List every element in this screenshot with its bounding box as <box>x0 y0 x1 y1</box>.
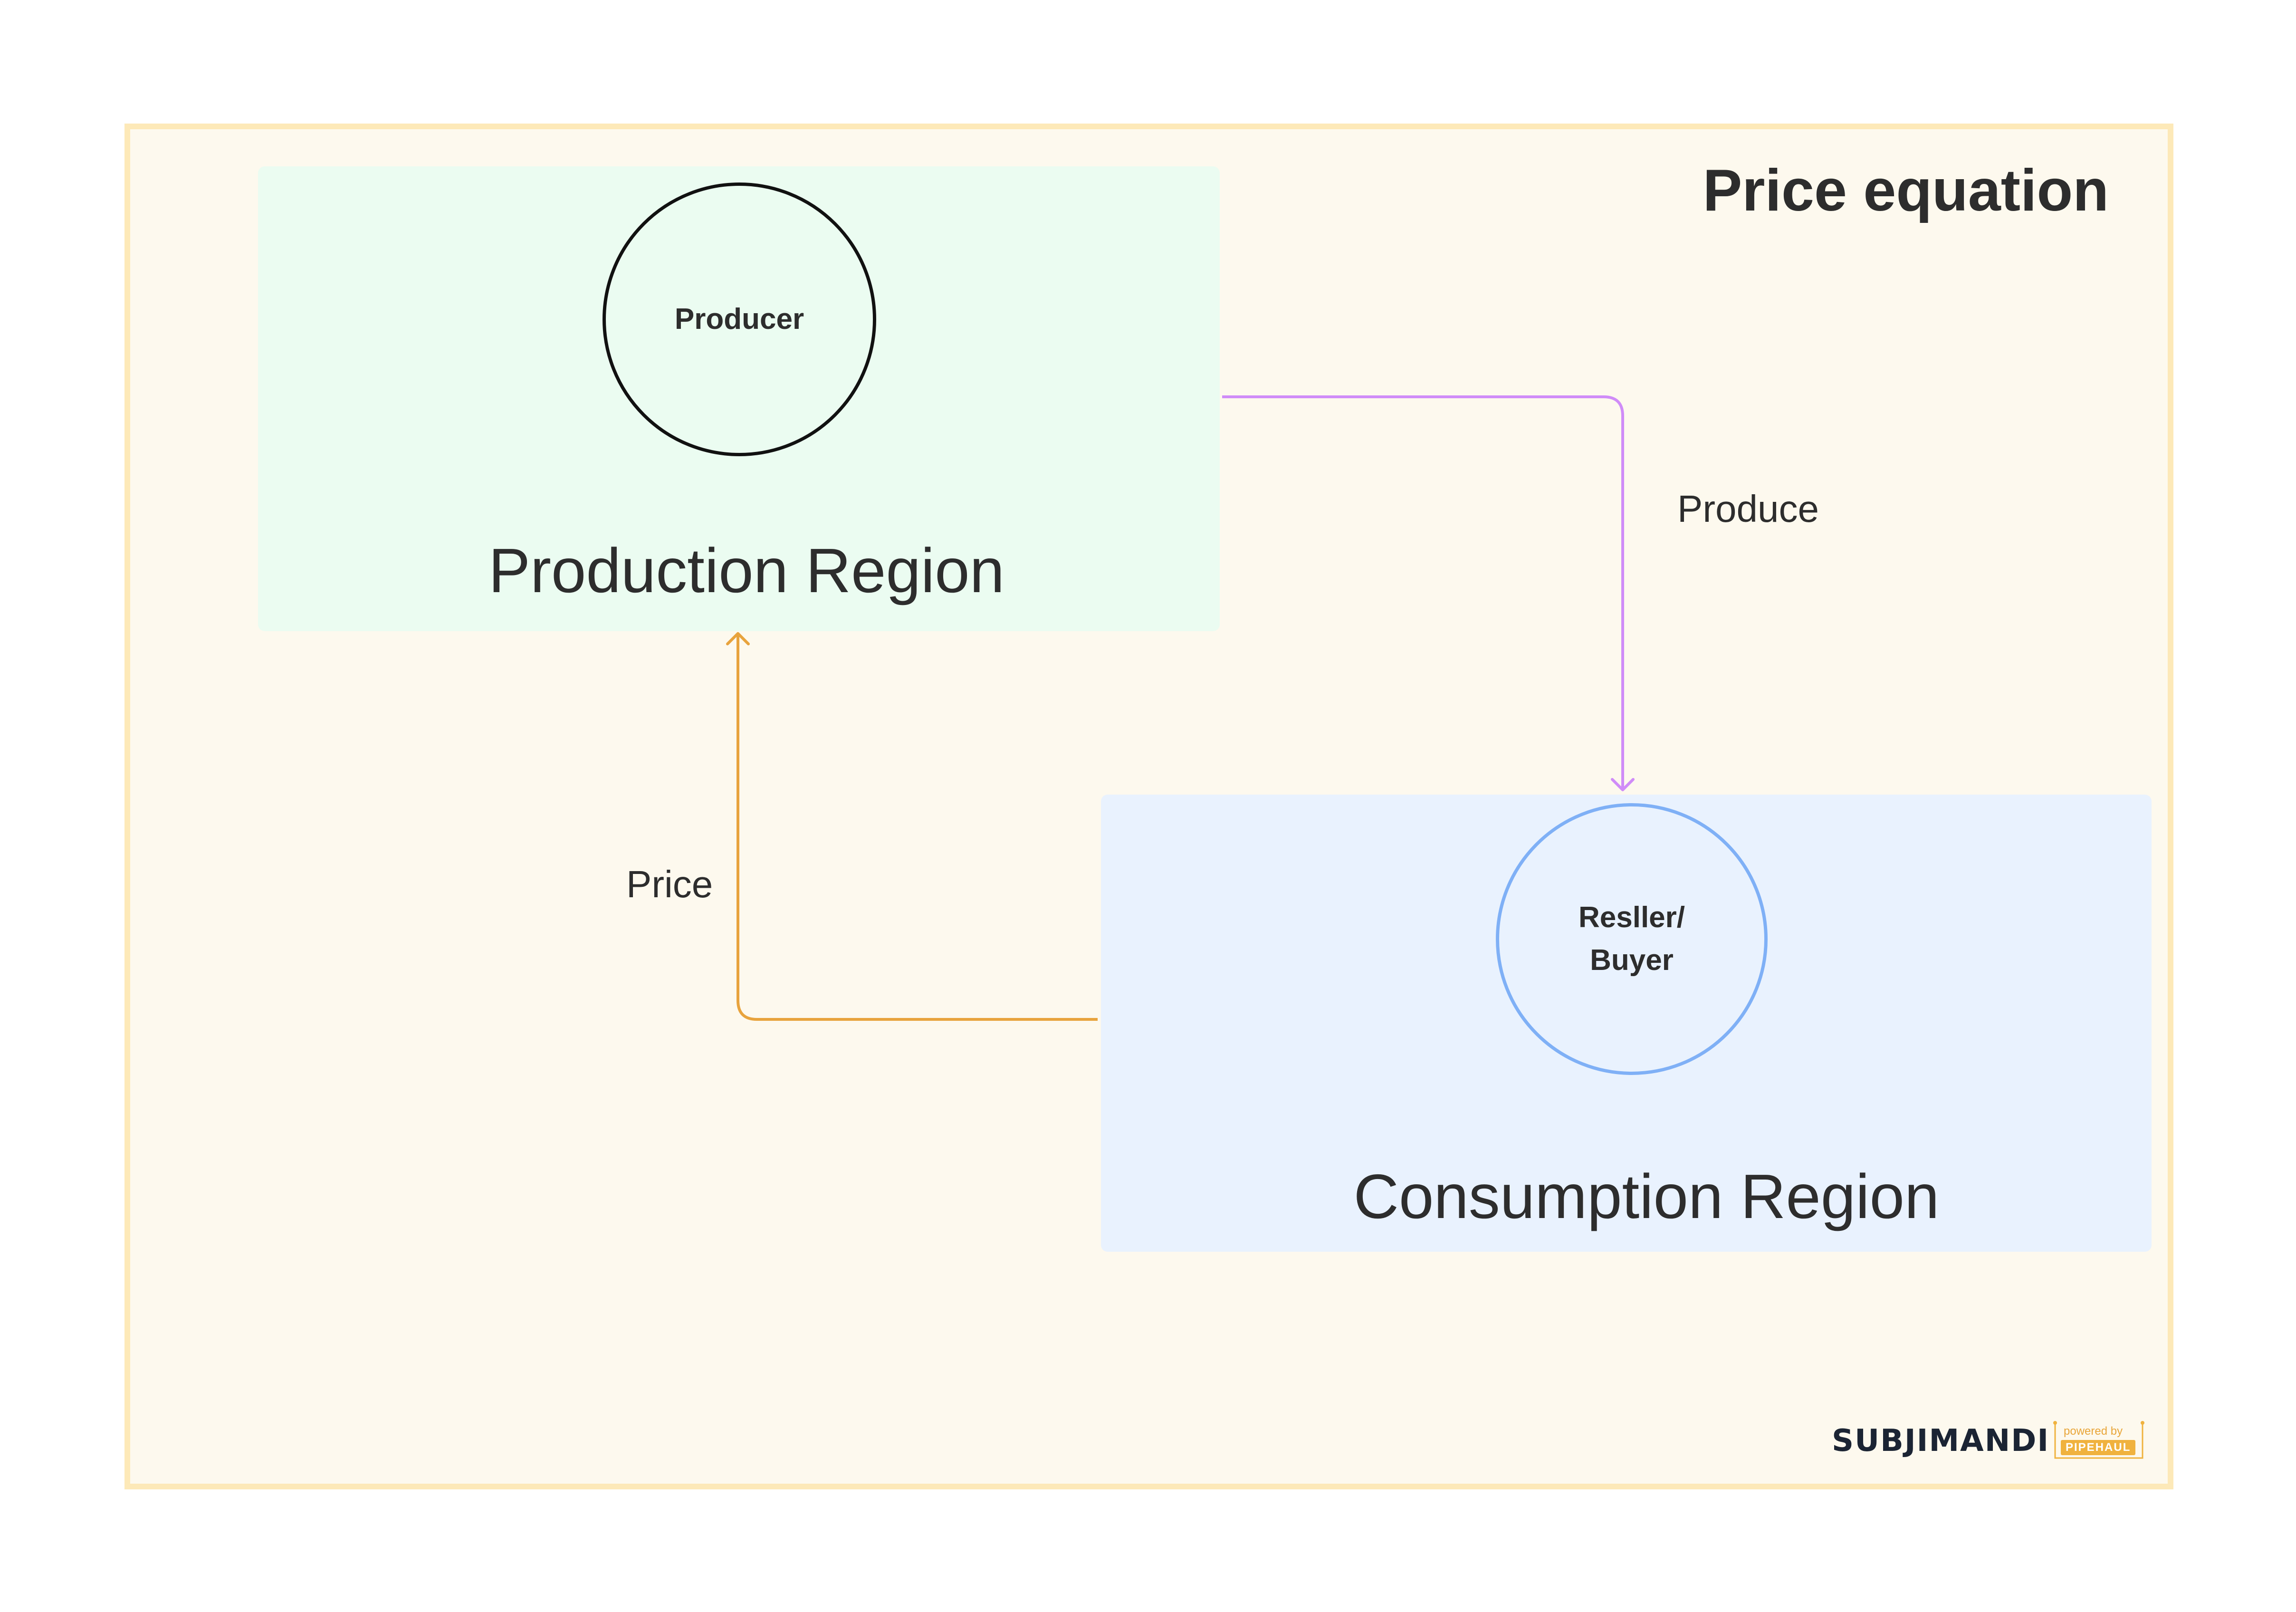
reseller-buyer-label: Resller/ Buyer <box>1578 901 1685 977</box>
production-region-label: Production Region <box>488 536 1005 605</box>
produce-arrow <box>1222 395 1624 789</box>
pipehaul-text: PIPEHAUL <box>2061 1440 2136 1455</box>
producer-label: Producer <box>674 303 804 336</box>
pipehaul-pipe-icon <box>2053 1421 2144 1459</box>
subjimandi-logo: SUBJIMANDI <box>1832 1423 2050 1458</box>
consumption-region-label: Consumption Region <box>1353 1161 1940 1231</box>
producer-node: Producer <box>603 182 876 456</box>
price-edge-label: Price <box>626 863 713 905</box>
produce-edge-label: Produce <box>1677 488 1819 530</box>
powered-by-text: powered by <box>2064 1425 2123 1438</box>
reseller-buyer-node: Resller/ Buyer <box>1496 803 1768 1075</box>
price-arrow <box>737 634 1098 1021</box>
brand-logo: SUBJIMANDI powered by PIPEHAUL <box>1832 1421 2145 1473</box>
pipehaul-badge: powered by PIPEHAUL <box>2051 1421 2146 1464</box>
produce-arrowhead <box>1611 778 1635 791</box>
price-arrowhead <box>726 632 750 645</box>
page-title: Price equation <box>1703 158 2109 223</box>
